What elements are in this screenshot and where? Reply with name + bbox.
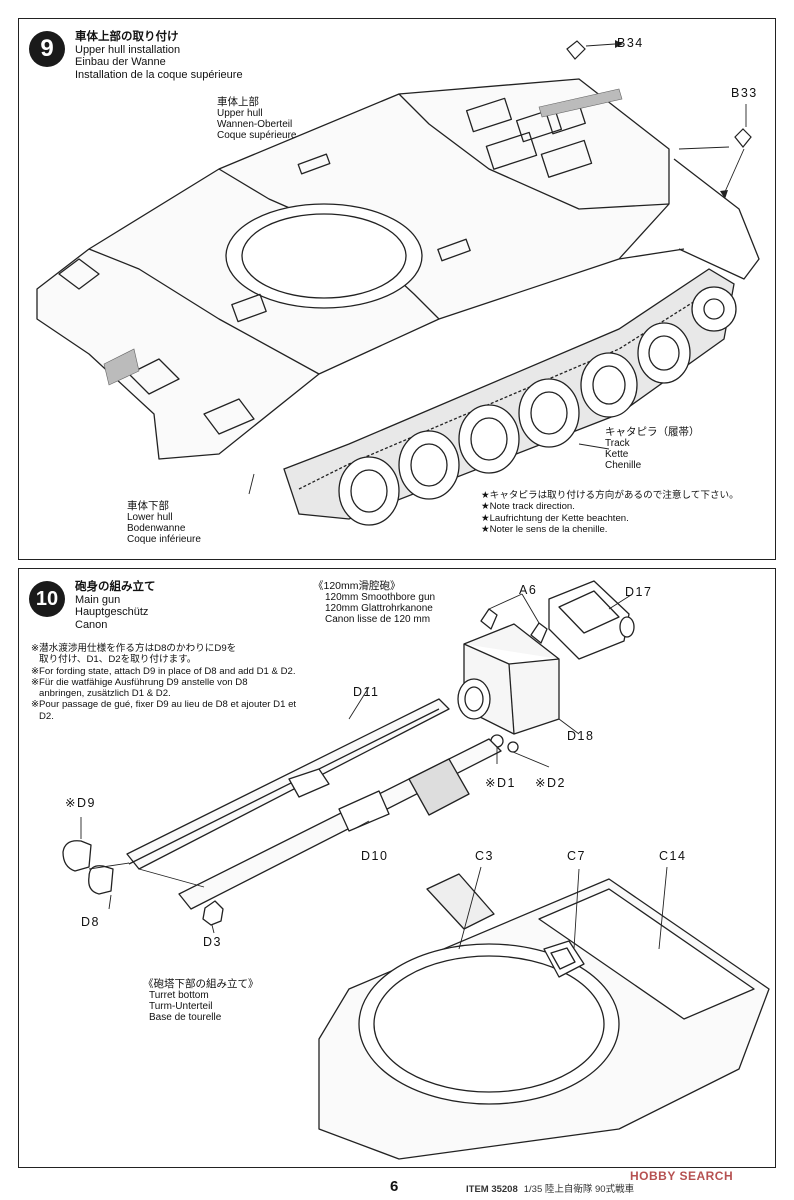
page-number: 6 <box>390 1178 399 1195</box>
step-9-panel: 9 車体上部の取り付け Upper hull installation Einb… <box>18 18 776 560</box>
turret-bottom-label: 《砲塔下部の組み立て》 Turret bottom Turm-Unterteil… <box>143 978 259 1024</box>
step-title-jp: 砲身の組み立て <box>75 581 156 593</box>
hull-assembly-illustration <box>36 40 760 526</box>
part-label-d17: D17 <box>625 585 653 599</box>
part-label-d1: ※D1 <box>485 776 516 790</box>
step-title-jp: 車体上部の取り付け <box>75 31 179 43</box>
upper-hull-label: 車体上部 Upper hull Wannen-Oberteil Coque su… <box>217 96 297 142</box>
fording-note: ※潜水渡渉用仕様を作る方はD8のかわりにD9を 取り付け、D1、D2を取り付けま… <box>31 643 297 722</box>
part-label-d11: D11 <box>353 685 380 699</box>
part-label-b34: B34 <box>617 36 644 50</box>
step-title: 車体上部の取り付け Upper hull installation Einbau… <box>75 31 243 81</box>
step-title-en: Main gun <box>75 593 121 606</box>
step-title-de: Hauptgeschütz <box>75 606 149 618</box>
part-label-d9: ※D9 <box>65 796 96 810</box>
step-title-fr: Installation de la coque supérieure <box>75 68 243 81</box>
part-label-d8: D8 <box>81 915 100 929</box>
watermark-logo: HOBBY SEARCH <box>630 1169 734 1183</box>
part-label-d3: D3 <box>203 935 222 949</box>
step-title-fr: Canon <box>75 618 108 631</box>
part-label-d10: D10 <box>361 849 389 863</box>
step-title-de: Einbau der Wanne <box>75 56 166 68</box>
step-10-panel: 10 砲身の組み立て Main gun Hauptgeschütz Canon … <box>18 568 776 1168</box>
part-label-c3: C3 <box>475 849 494 863</box>
lower-hull-label: 車体下部 Lower hull Bodenwanne Coque inférie… <box>127 500 201 546</box>
part-label-c14: C14 <box>659 849 687 863</box>
main-gun-illustration <box>62 580 770 1160</box>
track-label: キャタピラ（履帯） Track Kette Chenille <box>605 426 700 472</box>
step-title: 砲身の組み立て Main gun Hauptgeschütz Canon <box>75 581 156 631</box>
part-label-a6: A6 <box>519 583 538 597</box>
track-direction-note: ★キャタピラは取り付ける方向があるので注意して下さい。 ★Note track … <box>481 490 739 535</box>
part-label-c7: C7 <box>567 849 586 863</box>
step-number-badge: 10 <box>29 581 65 617</box>
part-label-d18: D18 <box>567 729 595 743</box>
smoothbore-gun-label: 《120mm滑腔砲》 120mm Smoothbore gun 120mm Gl… <box>313 580 436 626</box>
step-title-en: Upper hull installation <box>75 43 181 56</box>
step-number-badge: 9 <box>29 31 65 67</box>
part-label-b33: B33 <box>731 86 758 100</box>
part-label-d2: ※D2 <box>535 776 566 790</box>
